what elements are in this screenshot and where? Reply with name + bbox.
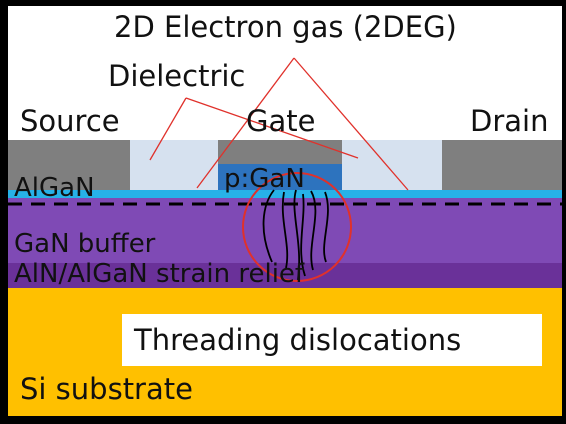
- pgan-label: p:GaN: [224, 164, 305, 194]
- pgan-layer: [218, 164, 342, 190]
- drain-label: Drain: [470, 104, 549, 138]
- gate-contact: [218, 140, 342, 164]
- algan-label: AlGaN: [14, 173, 95, 203]
- drain-contact: [442, 140, 562, 190]
- source-label: Source: [20, 104, 120, 138]
- 2deg-callout-line-left: [196, 57, 295, 189]
- 2deg-label: 2D Electron gas (2DEG): [114, 10, 457, 44]
- threading-label-box: [122, 314, 542, 366]
- strain-relief-label: AlN/AlGaN strain relief: [14, 259, 305, 289]
- threading-dislocations-label: Threading dislocations: [134, 323, 462, 357]
- dislocation-highlight-circle: [242, 172, 352, 282]
- dielectric-callout-line-left: [149, 97, 187, 161]
- dielectric-label: Dielectric: [108, 59, 246, 93]
- source-contact: [8, 140, 130, 190]
- 2deg-callout-line-right: [293, 57, 409, 191]
- gate-label: Gate: [246, 104, 316, 138]
- strain-relief-layer: [8, 263, 562, 288]
- si-substrate-label: Si substrate: [20, 372, 193, 406]
- gan-buffer-label: GaN buffer: [14, 229, 156, 259]
- dielectric-callout-line-right: [185, 97, 359, 159]
- algan-barrier-layer: [8, 190, 562, 198]
- threading-dislocation-lines: [262, 189, 329, 281]
